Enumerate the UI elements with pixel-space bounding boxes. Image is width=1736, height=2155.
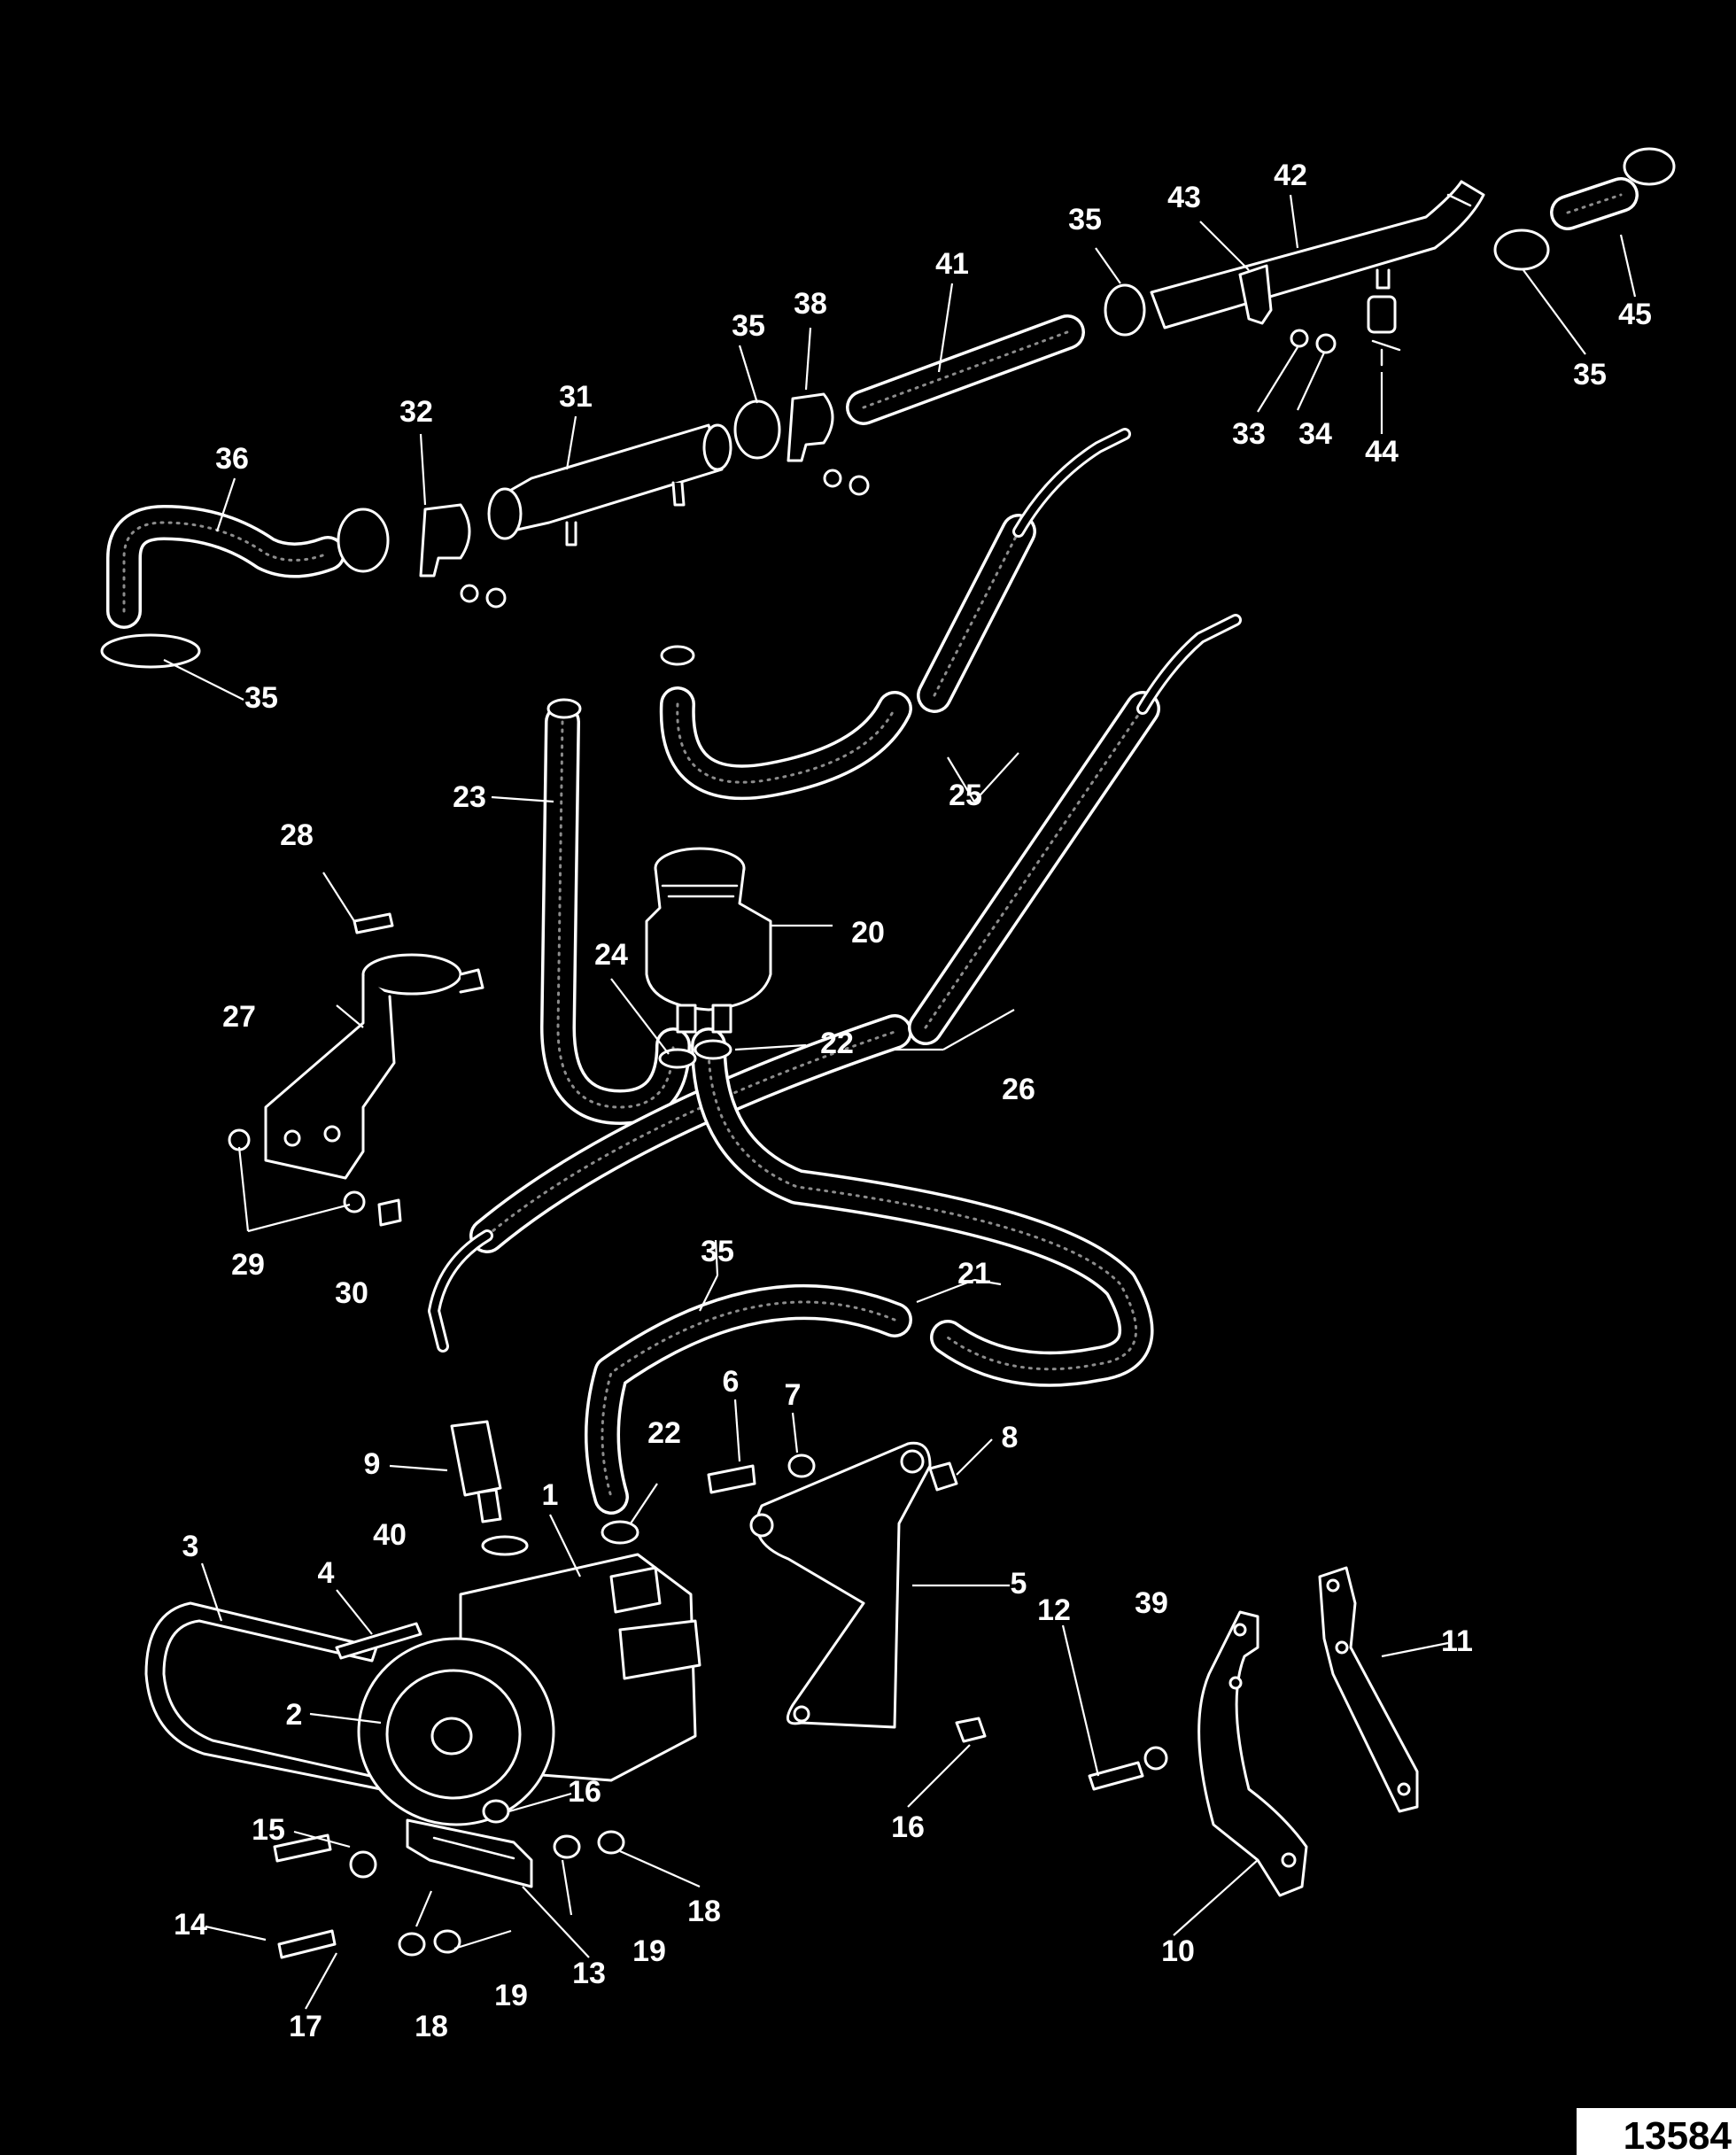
spacer-13-icon [406, 1818, 533, 1888]
callout-21: 21 [957, 1257, 991, 1291]
fitting-9-icon [450, 1420, 502, 1523]
parts [100, 147, 1676, 1959]
callout-23: 23 [453, 780, 486, 814]
callout-45: 45 [1618, 298, 1652, 331]
callout-29: 29 [231, 1248, 265, 1282]
callout-19a: 19 [494, 1979, 528, 2012]
callout-17: 17 [289, 2010, 322, 2043]
plate-10-icon [1197, 1610, 1308, 1897]
callout-34: 34 [1298, 417, 1332, 451]
callout-30: 30 [335, 1276, 368, 1310]
callout-8: 8 [1002, 1421, 1019, 1454]
callout-35d: 35 [1573, 358, 1607, 391]
leader-lines [163, 194, 1637, 2010]
callout-9: 9 [364, 1447, 381, 1481]
callout-10: 10 [1161, 1934, 1195, 1968]
hose-26 [469, 691, 1160, 1253]
callout-4: 4 [318, 1556, 335, 1590]
callout-3: 3 [182, 1530, 199, 1563]
callout-35a: 35 [244, 681, 278, 715]
callout-42: 42 [1274, 159, 1307, 192]
callout-1: 1 [542, 1478, 559, 1512]
callout-22b: 22 [647, 1416, 681, 1450]
callout-36: 36 [215, 442, 249, 476]
callout-44: 44 [1365, 435, 1399, 469]
callout-11: 11 [1441, 1624, 1473, 1658]
callout-6: 6 [723, 1365, 740, 1399]
reservoir-20-icon [645, 847, 772, 1034]
steel-lines [428, 428, 1242, 1353]
hose-21 [585, 1027, 1154, 1515]
callout-28: 28 [280, 818, 314, 852]
callout-40: 40 [373, 1518, 407, 1552]
callout-41: 41 [935, 247, 969, 281]
bracket-32-icon [419, 503, 507, 609]
hose-23 [540, 704, 691, 1125]
plate-11-icon [1318, 1566, 1419, 1813]
hose-36 [106, 505, 345, 629]
callout-35b: 35 [732, 309, 765, 343]
callout-7: 7 [785, 1378, 802, 1412]
callout-13: 13 [572, 1957, 606, 1990]
callout-20: 20 [851, 916, 885, 950]
callout-33: 33 [1232, 417, 1266, 451]
hoses [106, 177, 1639, 1515]
callout-18a: 18 [415, 2010, 448, 2043]
callout-16b: 16 [891, 1810, 925, 1844]
callout-12: 12 [1037, 1593, 1071, 1627]
callout-25: 25 [949, 779, 982, 812]
hose-41 [846, 314, 1085, 425]
bracket-27-icon [228, 953, 484, 1227]
callout-26: 26 [1002, 1073, 1035, 1106]
callout-31: 31 [559, 380, 593, 414]
diagram-code: 13584 [1624, 2114, 1732, 2155]
bracket-5-icon [749, 1441, 932, 1729]
callout-2: 2 [286, 1698, 303, 1732]
callout-35c: 35 [1068, 203, 1102, 236]
callout-labels: 1 2 3 4 5 6 7 8 9 10 11 12 13 14 15 16 1… [174, 159, 1652, 2043]
clamp-35-icon [100, 147, 1676, 669]
callout-32: 32 [399, 395, 433, 429]
bracket-43-icon [1238, 264, 1273, 325]
fitting-44-icon [1367, 295, 1401, 367]
callout-19b: 19 [632, 1934, 666, 1968]
callout-22a: 22 [820, 1027, 854, 1060]
hose-45 [1550, 177, 1639, 230]
tube-31-icon [487, 423, 732, 547]
tube-42-icon [1150, 180, 1485, 329]
callout-38: 38 [794, 287, 827, 321]
callout-18b: 18 [687, 1895, 721, 1928]
hose-25 [659, 514, 1036, 801]
diagram-code-box: 13584 [1577, 2108, 1736, 2155]
callout-5: 5 [1011, 1567, 1027, 1601]
callout-24: 24 [594, 938, 628, 972]
callout-27: 27 [222, 1000, 256, 1034]
bracket-38-icon [787, 392, 870, 496]
callout-16a: 16 [568, 1775, 601, 1809]
callout-43: 43 [1167, 181, 1201, 214]
callout-35e: 35 [701, 1235, 734, 1268]
callout-14: 14 [174, 1908, 207, 1942]
callout-15: 15 [252, 1813, 285, 1847]
callout-39: 39 [1135, 1586, 1168, 1620]
pump-1-icon [357, 1553, 701, 1826]
